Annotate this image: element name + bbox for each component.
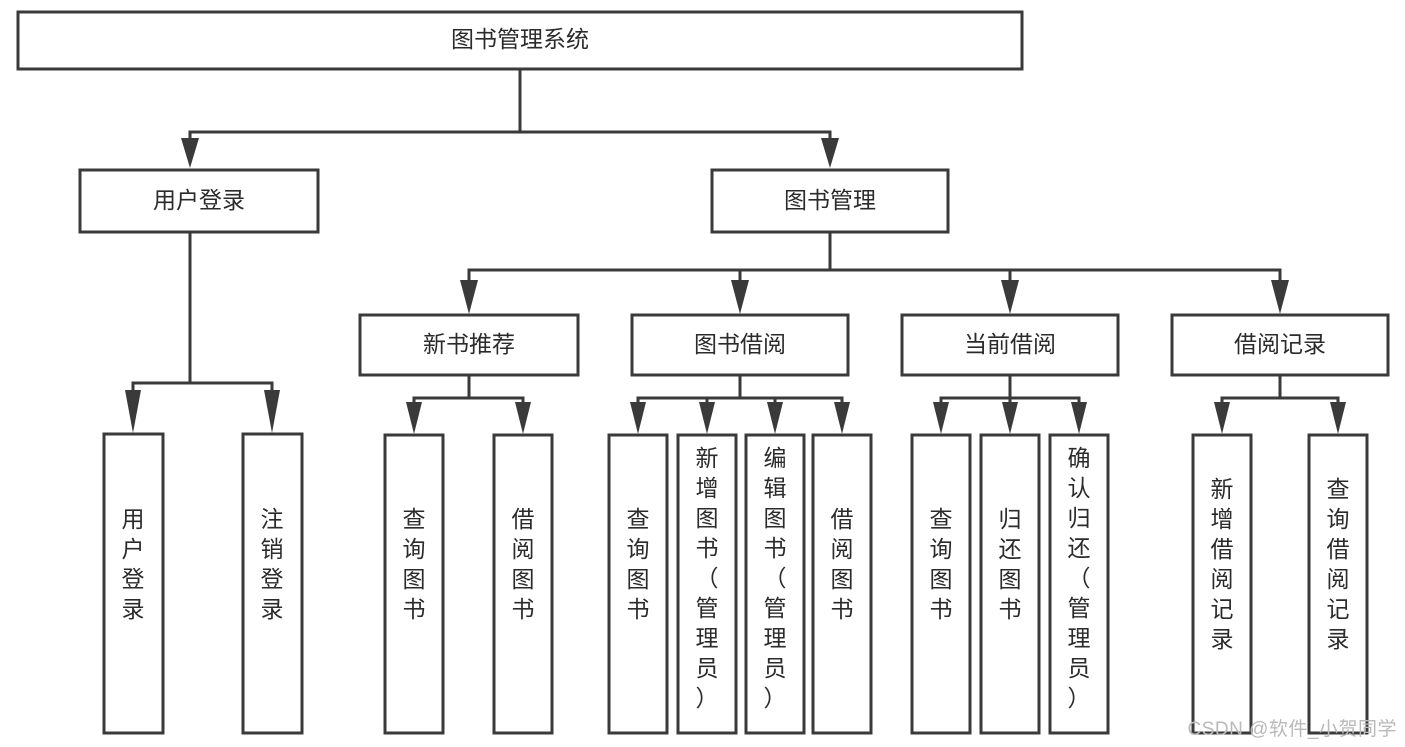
leaf-label-5: 查询图书 (627, 506, 650, 622)
leaf-node[interactable]: 用户登录 (102, 432, 165, 735)
leaf-label-8: 借阅图书 (831, 506, 854, 622)
leaf-node[interactable]: 借阅图书 (811, 433, 873, 735)
leaf-label-9: 查询图书 (930, 506, 953, 622)
node-current-borrow[interactable]: 当前借阅 (900, 313, 1120, 377)
leaf-label-1: 用户登录 (122, 506, 145, 622)
leaf-node[interactable]: 注销登录 (241, 432, 304, 735)
leaf-node[interactable]: 新增借阅记录 (1191, 433, 1253, 735)
arrow-head-leaf-2 (264, 390, 280, 433)
node-current-borrow-box[interactable] (900, 313, 1120, 377)
arrow-head-to-current (1001, 280, 1019, 314)
arrow-head-leaf-8 (834, 402, 850, 434)
leaf-label-13: 查询借阅记录 (1327, 476, 1350, 652)
leaf-node[interactable]: 新增图书（管理员） (676, 433, 738, 735)
leaf-node[interactable]: 查询图书 (607, 433, 669, 735)
arrow-head-to-borrow (731, 280, 749, 314)
leaf-box-13[interactable] (1307, 433, 1369, 735)
leaf-node[interactable]: 归还图书 (979, 433, 1041, 735)
arrow-head-leaf-6 (699, 402, 715, 434)
arrow-head-to-book-manage (821, 138, 839, 168)
leaf-node[interactable]: 确认归还（管理员） (1048, 433, 1110, 735)
leaf-box-3[interactable] (383, 433, 445, 735)
leaf-box-12[interactable] (1191, 433, 1253, 735)
node-book-management[interactable]: 图书管理 (710, 168, 950, 234)
leaf-box-10[interactable] (979, 433, 1041, 735)
leaf-box-5[interactable] (607, 433, 669, 735)
arrow-head-to-user-login (181, 138, 199, 168)
node-borrow-record[interactable]: 借阅记录 (1170, 313, 1390, 377)
connector-group-record-to-leaves (1214, 374, 1346, 434)
leaf-box-9[interactable] (910, 433, 972, 735)
node-book-borrow-label: 图书借阅 (694, 331, 786, 357)
leaf-box-7[interactable] (744, 433, 806, 735)
arrow-head-to-new-book (460, 280, 478, 314)
node-book-borrow-box[interactable] (630, 313, 850, 377)
node-current-borrow-label: 当前借阅 (964, 331, 1056, 357)
leaf-box-2[interactable] (241, 432, 304, 735)
leaf-box-8[interactable] (811, 433, 873, 735)
node-root-label: 图书管理系统 (451, 26, 589, 52)
arrow-head-leaf-11 (1071, 402, 1087, 434)
leaf-node[interactable]: 借阅图书 (492, 433, 554, 735)
connector-group-userlogin-to-leaves (125, 231, 280, 433)
leaf-node[interactable]: 查询图书 (910, 433, 972, 735)
connector-group-current-to-leaves (933, 374, 1087, 434)
leaf-label-12: 新增借阅记录 (1211, 476, 1234, 652)
connector-group-borrow-to-leaves (630, 374, 850, 434)
leaf-label-11: 确认归还（管理员） (1068, 445, 1091, 711)
node-root-box[interactable] (16, 10, 1024, 71)
node-user-login-label: 用户登录 (153, 187, 245, 213)
leaf-label-4: 借阅图书 (512, 506, 535, 622)
node-borrow-record-box[interactable] (1170, 313, 1390, 377)
node-user-login-box[interactable] (78, 168, 320, 234)
arrow-head-to-record (1271, 280, 1289, 314)
arrow-head-leaf-12 (1214, 402, 1230, 434)
connector-group-newbook-to-leaves (406, 374, 531, 434)
leaf-box-4[interactable] (492, 433, 554, 735)
node-root[interactable]: 图书管理系统 (16, 10, 1024, 71)
leaf-label-2: 注销登录 (261, 506, 284, 622)
node-user-login[interactable]: 用户登录 (78, 168, 320, 234)
node-borrow-record-label: 借阅记录 (1234, 331, 1326, 357)
arrow-head-leaf-5 (630, 402, 646, 434)
leaf-label-3: 查询图书 (403, 506, 426, 622)
leaf-node[interactable]: 查询借阅记录 (1307, 433, 1369, 735)
leaf-box-1[interactable] (102, 432, 165, 735)
node-new-book-recommend[interactable]: 新书推荐 (358, 313, 580, 377)
node-book-management-label: 图书管理 (784, 187, 876, 213)
leaf-box-6[interactable] (676, 433, 738, 735)
leaf-box-11[interactable] (1048, 433, 1110, 735)
leaf-label-7: 编辑图书（管理员） (764, 445, 787, 711)
leaf-node[interactable]: 编辑图书（管理员） (744, 433, 806, 735)
node-book-management-box[interactable] (710, 168, 950, 234)
node-book-borrow[interactable]: 图书借阅 (630, 313, 850, 377)
arrow-head-leaf-7 (767, 402, 783, 434)
leaf-label-10: 归还图书 (999, 506, 1022, 622)
connector-group-root-to-level2 (181, 67, 839, 168)
node-new-book-recommend-label: 新书推荐 (423, 331, 515, 357)
node-new-book-recommend-box[interactable] (358, 313, 580, 377)
connector-group-bookmanage-to-level3 (460, 231, 1289, 314)
arrow-head-leaf-9 (933, 402, 949, 434)
leaf-label-6: 新增图书（管理员） (696, 445, 719, 711)
arrow-head-leaf-3 (406, 402, 422, 434)
arrow-head-leaf-1 (125, 390, 141, 433)
arrow-head-leaf-4 (515, 402, 531, 434)
leaf-node[interactable]: 查询图书 (383, 433, 445, 735)
arrow-head-leaf-10 (1002, 402, 1018, 434)
arrow-head-leaf-13 (1330, 402, 1346, 434)
